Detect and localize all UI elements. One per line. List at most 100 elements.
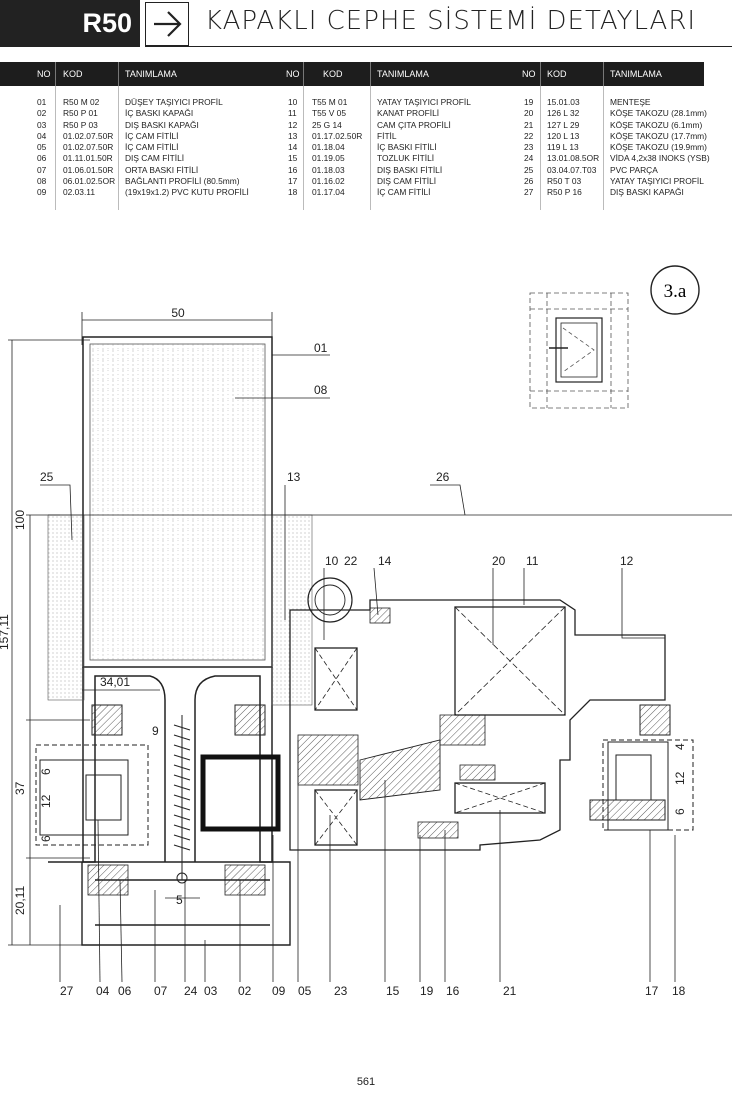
table-cell: 03 <box>37 119 47 130</box>
col-header-kod: KOD <box>547 69 567 79</box>
table-cell: DIŞ BASKI FİTİLİ <box>377 164 443 175</box>
header-divider <box>145 46 732 47</box>
table-cell: 03.04.07.T03 <box>547 164 597 175</box>
table-cell: 06.01.02.5OR <box>63 176 116 187</box>
table-cell: (19x19x1.2) PVC KUTU PROFİLİ <box>125 187 249 198</box>
series-badge: R50 <box>0 0 140 47</box>
callout-01: 01 <box>314 341 328 355</box>
table-cell: 02.03.11 <box>63 187 95 198</box>
table-cell: DIŞ BASKI KAPAĞI <box>125 119 199 130</box>
table-cell: KÖŞE TAKOZU (6.1mm) <box>610 119 703 130</box>
dim-6a: 6 <box>39 768 53 775</box>
page-title: KAPAKLI CEPHE SİSTEMİ DETAYLARI <box>205 6 697 36</box>
table-cell: ORTA BASKI FİTİLİ <box>125 164 199 175</box>
table-cell: 26 <box>524 176 534 187</box>
table-cell: 25 <box>524 164 534 175</box>
callout-bottom: 18 <box>672 984 686 998</box>
col-header-no: NO <box>522 69 536 79</box>
right-glazing <box>589 704 694 831</box>
col-header-kod: KOD <box>63 69 83 79</box>
callout-bottom: 05 <box>298 984 312 998</box>
callout-leaders <box>40 354 676 983</box>
table-cell: 01 <box>37 97 47 107</box>
callout-25: 25 <box>40 470 54 484</box>
dim-height-37: 37 <box>13 781 27 795</box>
table-cell: 01.06.01.50R <box>63 164 114 175</box>
callout-bottom: 21 <box>503 984 517 998</box>
dim-12a: 12 <box>39 794 53 808</box>
table-cell: T55 M 01 <box>312 97 348 107</box>
table-cell: 13.01.08.5OR <box>547 153 600 164</box>
dim-5: 5 <box>176 893 183 907</box>
col-header-kod: KOD <box>323 69 343 79</box>
callout-bottom: 27 <box>60 984 74 998</box>
table-cell: İÇ CAM FİTİLİ <box>377 187 431 198</box>
table-cell: 13 <box>288 130 298 141</box>
screw-icon <box>173 715 191 884</box>
col-divider <box>603 86 604 210</box>
table-cell: 08 <box>37 176 47 187</box>
table-cell: PVC PARÇA <box>610 164 658 175</box>
table-cell: 04 <box>37 130 47 141</box>
callout-bottom: 17 <box>645 984 659 998</box>
table-cell: 01.11.01.50R <box>63 153 113 164</box>
callout-20: 20 <box>492 554 506 568</box>
table-cell: 120 L 13 <box>547 130 580 141</box>
table-cell: R50 T 03 <box>547 176 582 187</box>
dim-height-20: 20,11 <box>13 886 27 915</box>
table-cell: 09 <box>37 187 47 198</box>
table-cell: DIŞ BASKI KAPAĞI <box>610 187 684 198</box>
callout-11: 11 <box>526 554 539 568</box>
table-cell: 19 <box>524 97 534 107</box>
callout-10: 10 <box>325 554 339 568</box>
page-number: 561 <box>356 1076 376 1088</box>
table-cell: 10 <box>288 97 298 107</box>
table-cell: YATAY TAŞIYICI PROFİL <box>610 176 704 187</box>
col-divider <box>603 62 604 86</box>
arrow-right-icon <box>145 2 189 46</box>
table-cell: KANAT PROFİLİ <box>377 108 440 119</box>
callout-bottom: 02 <box>238 984 252 998</box>
dim-height-100: 100 <box>13 510 27 530</box>
col-divider <box>55 86 56 210</box>
table-cell: 126 L 32 <box>547 108 580 119</box>
detail-circle: 3.a <box>650 265 700 315</box>
dim-height-157: 157,11 <box>0 614 11 650</box>
table-cell: KÖŞE TAKOZU (28.1mm) <box>610 108 707 119</box>
col-divider <box>303 62 304 86</box>
table-cell: MENTEŞE <box>610 97 651 107</box>
table-cell: 20 <box>524 108 534 119</box>
transom-assembly <box>289 577 666 851</box>
callout-bottom: 16 <box>446 984 460 998</box>
callout-26: 26 <box>436 470 450 484</box>
table-cell: 16 <box>288 164 298 175</box>
col-divider <box>370 62 371 86</box>
table-header: NO KOD TANIMLAMA NO KOD TANIMLAMA NO KOD… <box>0 62 704 86</box>
table-cell: İÇ BASKI KAPAĞI <box>125 108 194 119</box>
table-cell: 01.17.02.50R <box>312 130 363 141</box>
table-cell: R50 P 01 <box>63 108 98 119</box>
col-header-tanimlama: TANIMLAMA <box>610 69 662 79</box>
dim-34: 34,01 <box>100 675 130 689</box>
dim-12b: 12 <box>673 771 687 785</box>
col-divider <box>540 62 541 86</box>
table-cell: 01.19.05 <box>312 153 345 164</box>
callout-bottom: 07 <box>154 984 168 998</box>
table-cell: 22 <box>524 130 534 141</box>
callout-bottom: 24 <box>184 984 198 998</box>
col-divider <box>118 62 119 86</box>
series-badge-label: R50 <box>82 8 132 38</box>
col-divider <box>118 86 119 210</box>
table-cell: 25 G 14 <box>312 119 342 130</box>
col-divider <box>540 86 541 210</box>
table-cell: KÖŞE TAKOZU (19.9mm) <box>610 142 707 153</box>
table-cell: T55 V 05 <box>312 108 346 119</box>
callout-bottom: 15 <box>386 984 400 998</box>
